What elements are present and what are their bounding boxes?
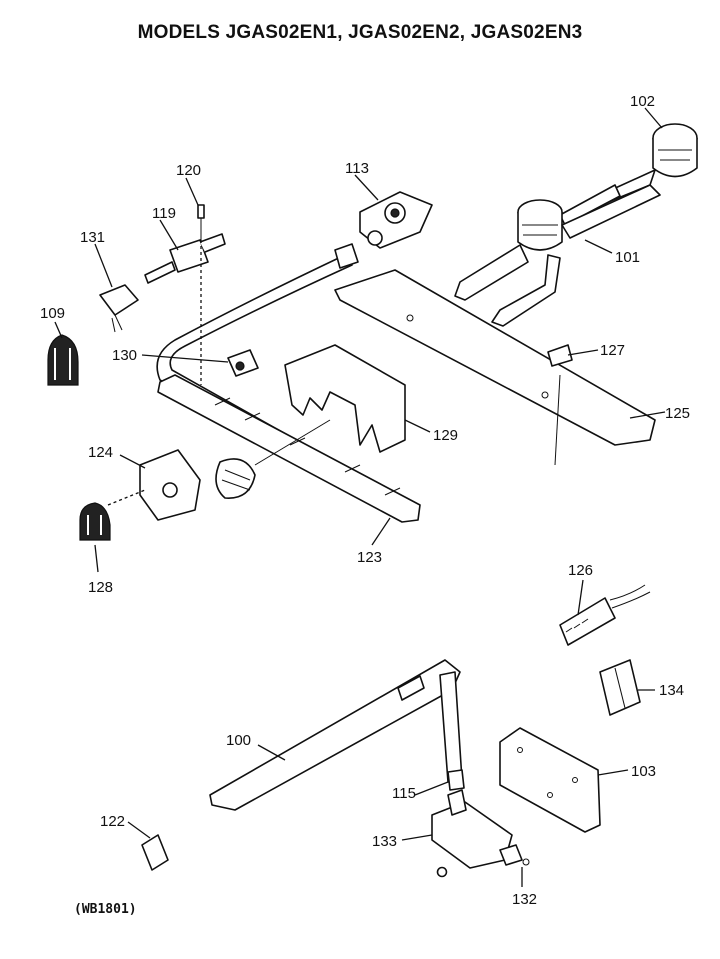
label-115: 115 — [392, 785, 416, 802]
label-123: 123 — [357, 549, 382, 566]
part-122-clip — [141, 834, 169, 871]
label-113: 113 — [345, 160, 369, 177]
part-119-fitting — [144, 233, 226, 284]
label-119: 119 — [152, 205, 176, 222]
part-123-bracket — [157, 374, 421, 523]
part-101-burner — [454, 184, 661, 327]
part-131-switch — [99, 284, 139, 333]
part-130-orifice — [227, 349, 259, 377]
part-134-block — [599, 659, 641, 716]
part-133-regulator — [431, 789, 513, 869]
leader-lines — [54, 107, 666, 887]
label-125: 125 — [665, 405, 690, 422]
part-113-valve — [359, 191, 433, 249]
part-109-knob — [47, 334, 79, 386]
part-115-fitting — [447, 769, 465, 791]
part-102-burner — [559, 123, 698, 226]
label-120: 120 — [176, 162, 201, 179]
part-103-plate — [499, 727, 601, 833]
label-133: 133 — [372, 833, 397, 850]
label-102: 102 — [630, 93, 655, 110]
part-100-pipe — [209, 659, 463, 811]
label-134: 134 — [659, 682, 684, 699]
label-127: 127 — [600, 342, 625, 359]
part-labels: 102 101 113 120 119 131 109 130 127 125 … — [40, 93, 690, 908]
label-129: 129 — [433, 427, 458, 444]
label-109: 109 — [40, 305, 65, 322]
part-129-shield — [284, 344, 406, 453]
label-103: 103 — [631, 763, 656, 780]
drawing-code: (WB1801) — [74, 902, 137, 917]
label-126: 126 — [568, 562, 593, 579]
label-101: 101 — [615, 249, 640, 266]
part-127-clip — [547, 344, 573, 367]
label-128: 128 — [88, 579, 113, 596]
small-screw — [436, 866, 448, 878]
label-124: 124 — [88, 444, 113, 461]
part-125-bracket — [334, 269, 656, 466]
part-124-thermostat — [139, 419, 331, 521]
label-122: 122 — [100, 813, 125, 830]
part-132-fitting — [499, 844, 530, 866]
part-126-igniter — [559, 584, 651, 646]
label-132: 132 — [512, 891, 537, 908]
part-120-screw — [197, 204, 205, 240]
part-128-knob — [79, 502, 111, 541]
diagram-title: MODELS JGAS02EN1, JGAS02EN2, JGAS02EN3 — [137, 22, 583, 43]
label-130: 130 — [112, 347, 137, 364]
label-100: 100 — [226, 732, 251, 749]
label-131: 131 — [80, 229, 105, 246]
